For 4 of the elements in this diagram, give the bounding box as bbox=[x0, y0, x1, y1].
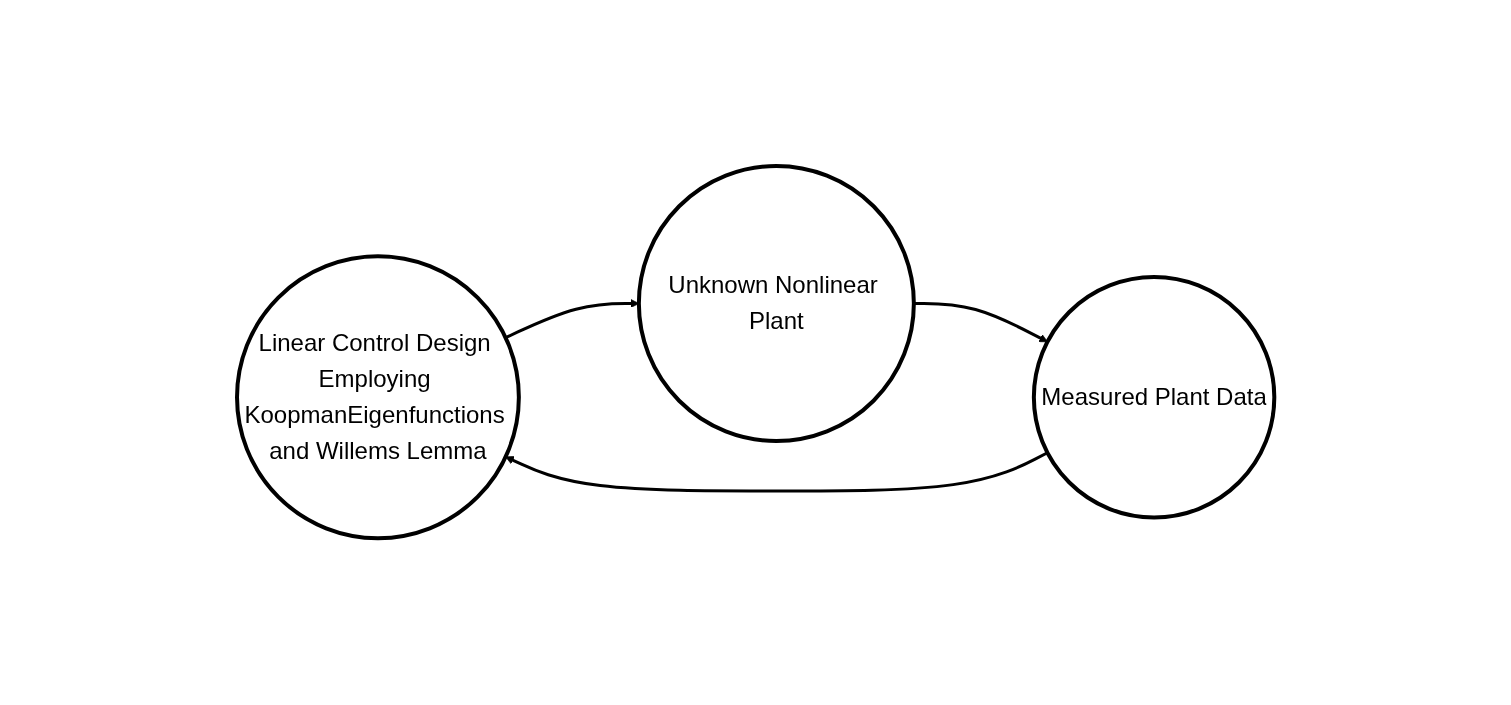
node-circle: Linear Control Design Employing KoopmanEigenfunctions and Willems Lemma bbox=[234, 254, 521, 541]
arrow bbox=[505, 451, 1048, 493]
node-circle: Unknown Nonlinear Plant bbox=[636, 164, 916, 444]
node-circle: Measured Plant Data bbox=[1031, 275, 1277, 520]
